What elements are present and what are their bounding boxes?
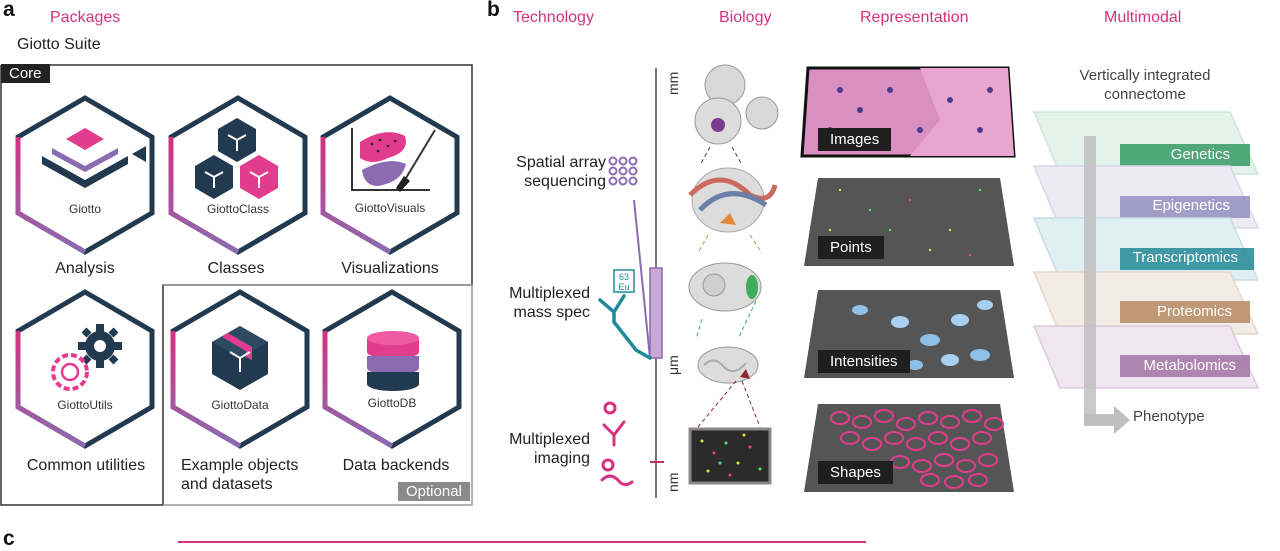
database-icon	[367, 331, 419, 391]
array-dots-icon	[608, 156, 638, 186]
rep-intensities: Intensities	[818, 350, 910, 373]
caption-analysis: Analysis	[55, 260, 115, 277]
panel-c-letter: c	[3, 527, 15, 550]
scale-nm: nm	[665, 472, 681, 492]
panel-b-letter: b	[487, 0, 500, 21]
box-icon	[212, 326, 268, 390]
multimodal-header: Multimodal	[1104, 9, 1182, 26]
tech-mass-line2: mass spec	[513, 304, 590, 321]
cell-icon	[688, 262, 762, 312]
hex-giottoutils	[15, 289, 155, 449]
hex-giottodata	[170, 289, 310, 449]
scale-mm: mm	[665, 71, 681, 95]
rep-shapes: Shapes	[818, 461, 893, 484]
cubes-icon	[195, 118, 278, 199]
caption-classes: Classes	[207, 260, 265, 277]
caption-example-line1: Example objects	[181, 457, 299, 474]
suite-title: Giotto Suite	[17, 36, 101, 53]
antibody-teal-icon	[598, 294, 652, 360]
imaging-thumbnail	[688, 427, 772, 485]
connectome-line1: Vertically integrated	[1079, 67, 1211, 84]
caption-visualizations: Visualizations	[341, 260, 439, 277]
representation-planes	[800, 66, 1016, 492]
panel-a-letter: a	[3, 0, 15, 21]
technology-header: Technology	[513, 9, 594, 26]
gears-icon	[51, 324, 122, 391]
connectome-title: Vertically integrated connectome	[1040, 66, 1250, 104]
package-frames	[0, 64, 473, 506]
layers-icon	[42, 128, 146, 188]
layer-transcriptomics: Transcriptomics	[1132, 249, 1238, 266]
scale-and-tech-icons	[598, 68, 664, 498]
organ-icon	[694, 64, 779, 145]
layer-metabolomics: Metabolomics	[1143, 357, 1236, 374]
tech-mass-line1: Multiplexed	[509, 285, 590, 302]
hex-giottoclass	[168, 95, 308, 255]
eu-badge-icon	[613, 269, 635, 293]
pkg-name-giottodata: GiottoData	[211, 398, 269, 412]
tech-imaging: Multiplexed imaging	[486, 430, 590, 468]
packages-header: Packages	[50, 9, 121, 26]
tech-imaging-line2: imaging	[533, 450, 590, 467]
tech-spatial-line2: sequencing	[524, 173, 606, 190]
tech-spatial-array: Spatial array sequencing	[486, 153, 606, 191]
scale-um: μm	[665, 355, 681, 375]
core-tag: Core	[1, 64, 50, 83]
pkg-name-giottovisuals: GiottoVisuals	[354, 201, 426, 215]
tech-mass-spec: Multiplexed mass spec	[486, 284, 590, 322]
caption-example-line2: and datasets	[181, 476, 273, 493]
layer-epigenetics: Epigenetics	[1152, 197, 1230, 214]
paint-chart-icon	[351, 128, 436, 192]
caption-data-backends: Data backends	[342, 457, 450, 474]
multimodal-stack	[1032, 111, 1260, 434]
rep-images: Images	[818, 128, 892, 151]
layer-genetics-plane	[1032, 111, 1260, 175]
tech-spatial-line1: Spatial array	[516, 154, 606, 171]
eu-badge: 63 Eu	[615, 272, 633, 292]
pkg-name-giotto: Giotto	[68, 202, 101, 216]
tech-imaging-line1: Multiplexed	[509, 431, 590, 448]
hex-giottovisuals	[320, 95, 460, 255]
hex-giottodb	[322, 289, 462, 449]
pkg-name-giottoclass: GiottoClass	[206, 202, 270, 216]
mitochondrion-icon	[697, 346, 759, 384]
antibody-pink-icon	[600, 401, 634, 487]
connectome-line2: connectome	[1104, 86, 1186, 103]
layer-proteomics: Proteomics	[1156, 303, 1232, 320]
biology-header: Biology	[719, 9, 772, 26]
panel-c-rule	[178, 541, 866, 543]
representation-header: Representation	[860, 9, 969, 26]
layer-genetics: Genetics	[1170, 146, 1230, 163]
pkg-name-giottodb: GiottoDB	[367, 396, 417, 410]
rep-points: Points	[818, 236, 884, 259]
eu-symbol: Eu	[618, 282, 630, 292]
phenotype-arrow-icon	[1084, 136, 1130, 434]
pkg-name-giottoutils: GiottoUtils	[57, 398, 113, 412]
hex-giotto	[15, 95, 155, 255]
tissue-icon	[688, 167, 778, 233]
caption-common-utilities: Common utilities	[26, 457, 146, 474]
phenotype-label: Phenotype	[1133, 408, 1205, 425]
biology-illustrations	[688, 64, 779, 485]
package-hexagons	[15, 95, 462, 449]
eu-mass: 63	[618, 272, 629, 282]
optional-tag: Optional	[398, 482, 470, 501]
